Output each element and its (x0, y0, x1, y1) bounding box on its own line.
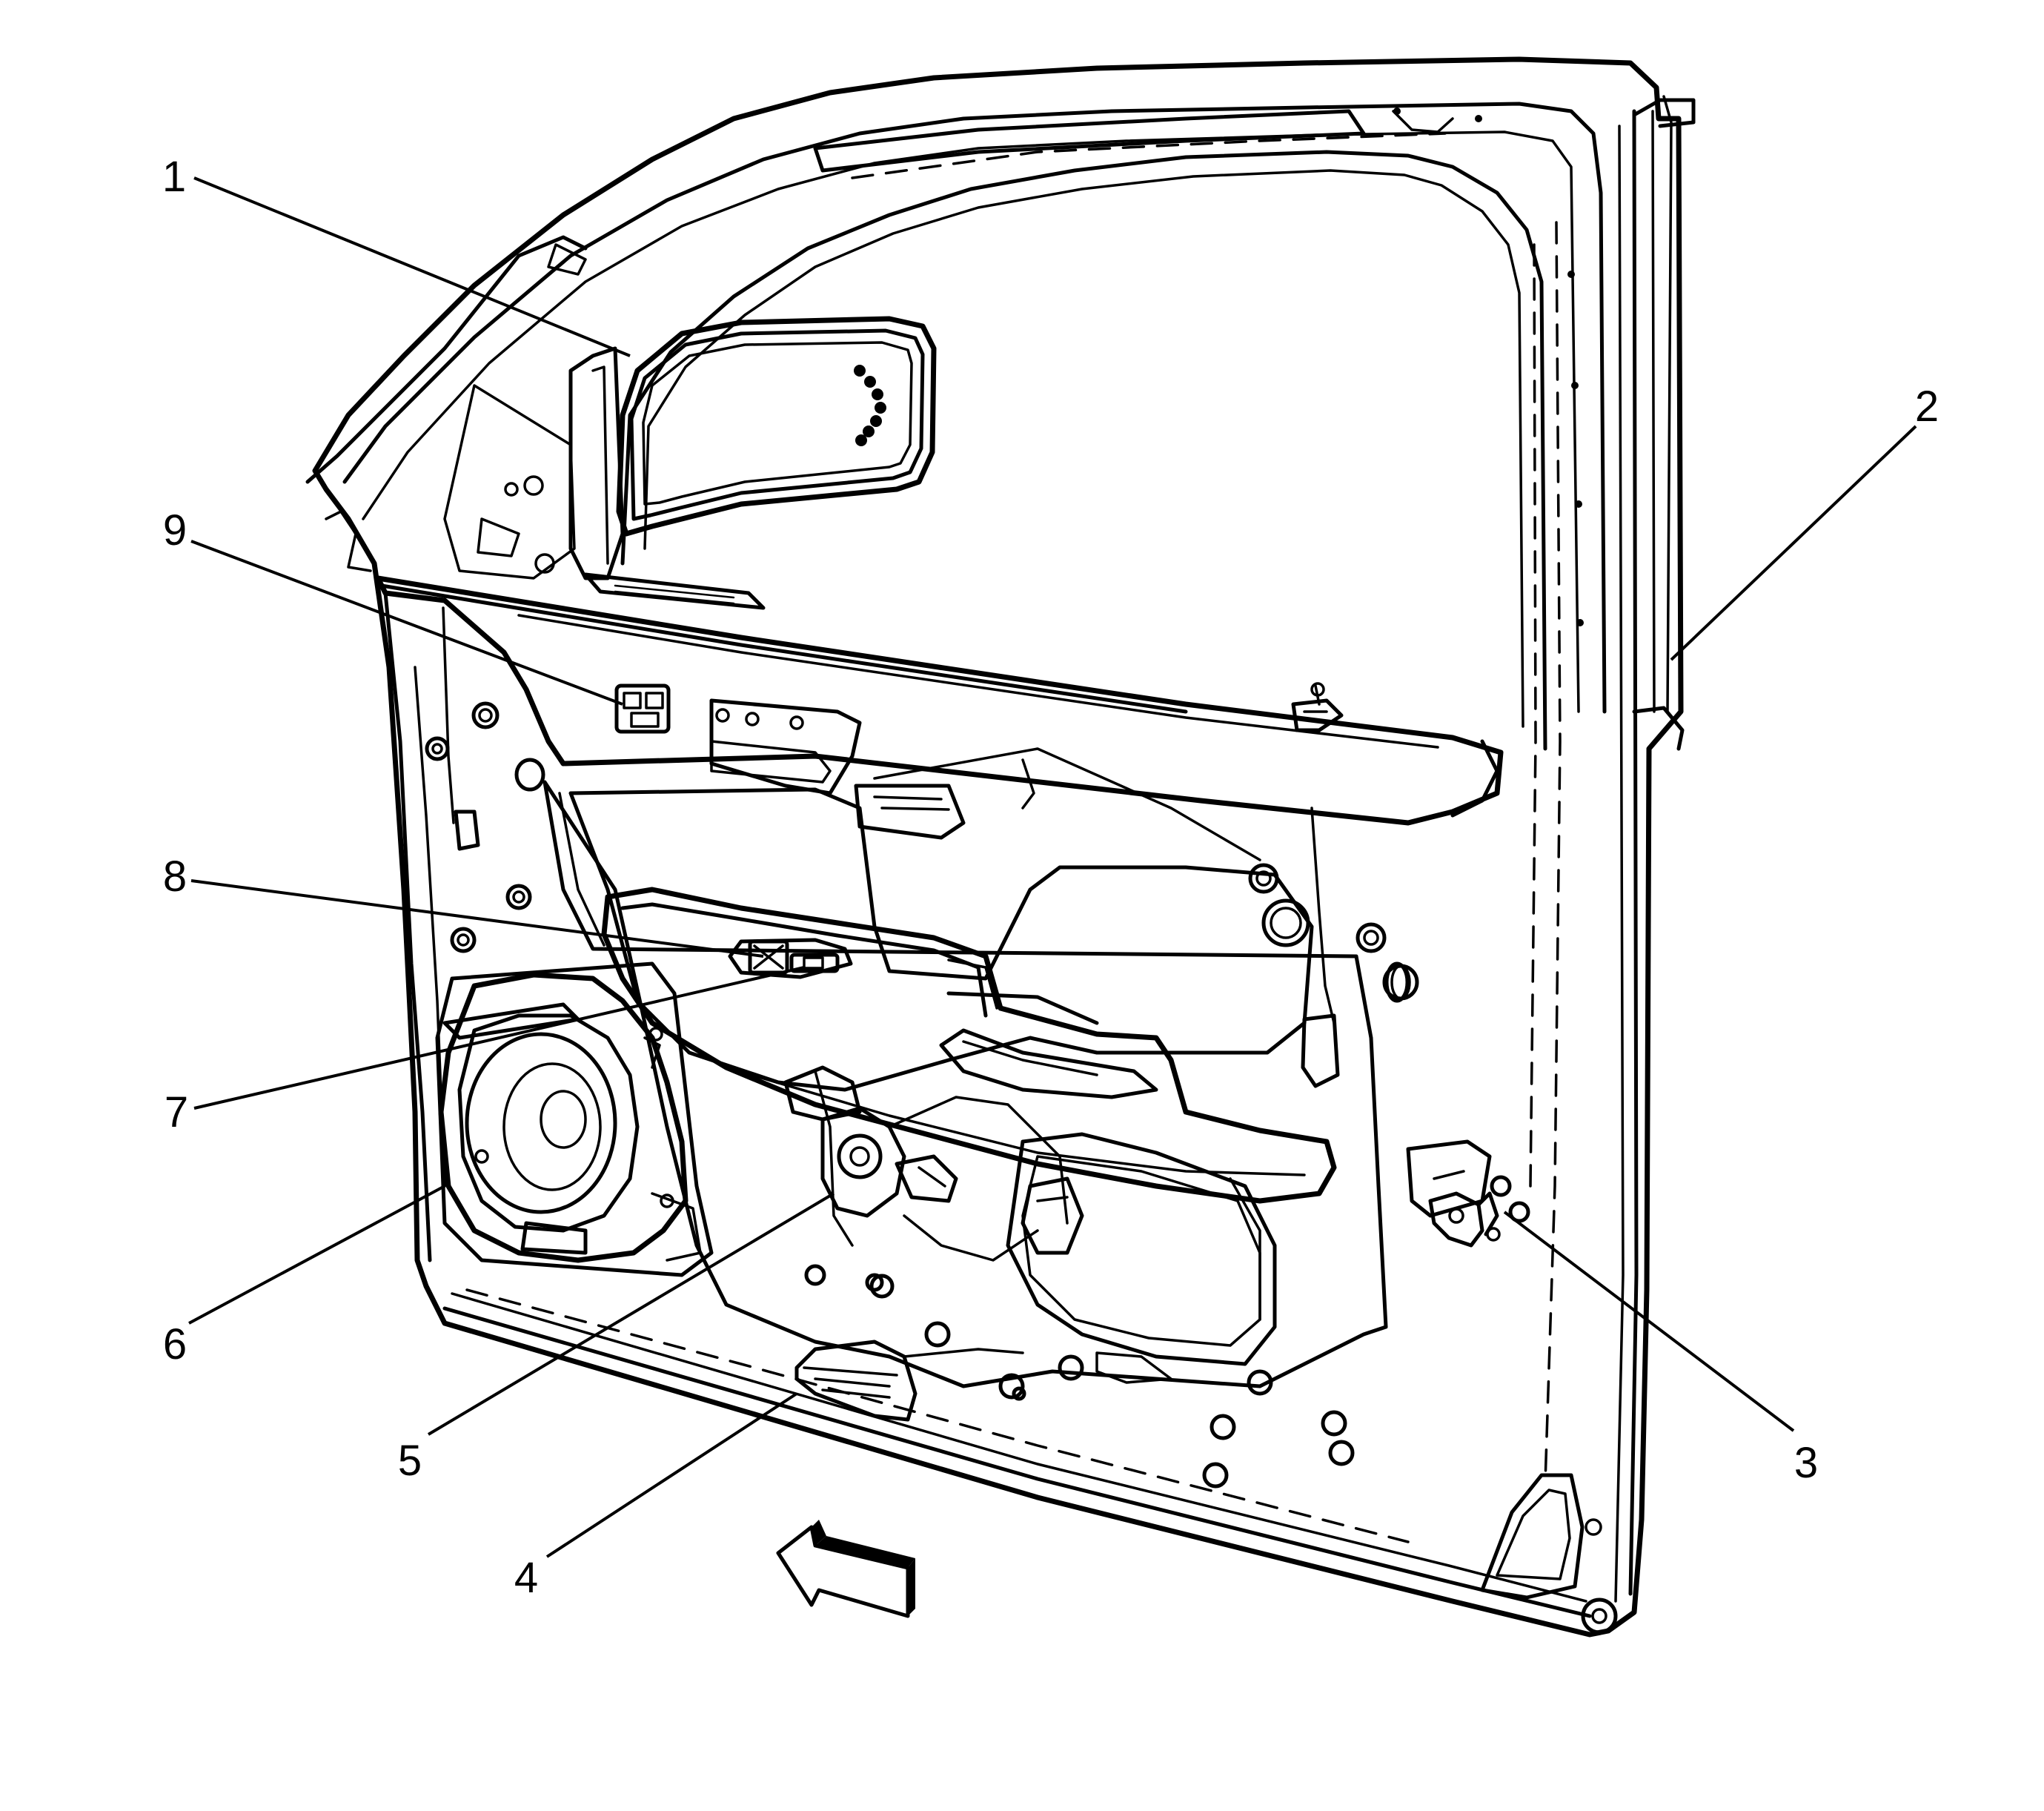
leader-4 (545, 1392, 798, 1558)
leader-2 (1670, 425, 1917, 661)
callout-2: 2 (1915, 383, 1939, 431)
leader-7 (193, 966, 805, 1110)
callout-4: 4 (514, 1554, 538, 1602)
outside-mirror (443, 316, 937, 580)
lower-wire-harness-connector (794, 1340, 1024, 1422)
callout-7: 7 (165, 1088, 188, 1136)
leader-1 (193, 176, 631, 357)
door-check-bracket (1428, 1175, 1530, 1248)
window-frame (305, 102, 1607, 751)
callout-1: 1 (162, 153, 186, 201)
callout-3: 3 (1794, 1439, 1818, 1487)
door-lock-actuator (783, 1065, 1084, 1262)
door-outer-frame (312, 56, 1696, 1638)
armrest-assembly (601, 887, 1337, 1321)
callout-8: 8 (163, 852, 187, 901)
upper-trim-panel (375, 572, 1504, 826)
leader-8 (190, 879, 764, 958)
door-weatherstrip (465, 95, 1673, 1543)
callout-5: 5 (398, 1437, 422, 1485)
callout-numbers: 1 2 3 4 5 6 7 8 9 (162, 153, 1939, 1602)
callout-9: 9 (163, 506, 187, 554)
leader-5 (427, 1192, 835, 1436)
leader-lines (188, 176, 1917, 1558)
leader-3 (1503, 1211, 1795, 1432)
speaker (438, 972, 702, 1263)
arrow-icon (776, 1520, 915, 1618)
callout-6: 6 (163, 1320, 187, 1368)
leader-6 (188, 1185, 445, 1325)
leader-9 (190, 540, 623, 706)
